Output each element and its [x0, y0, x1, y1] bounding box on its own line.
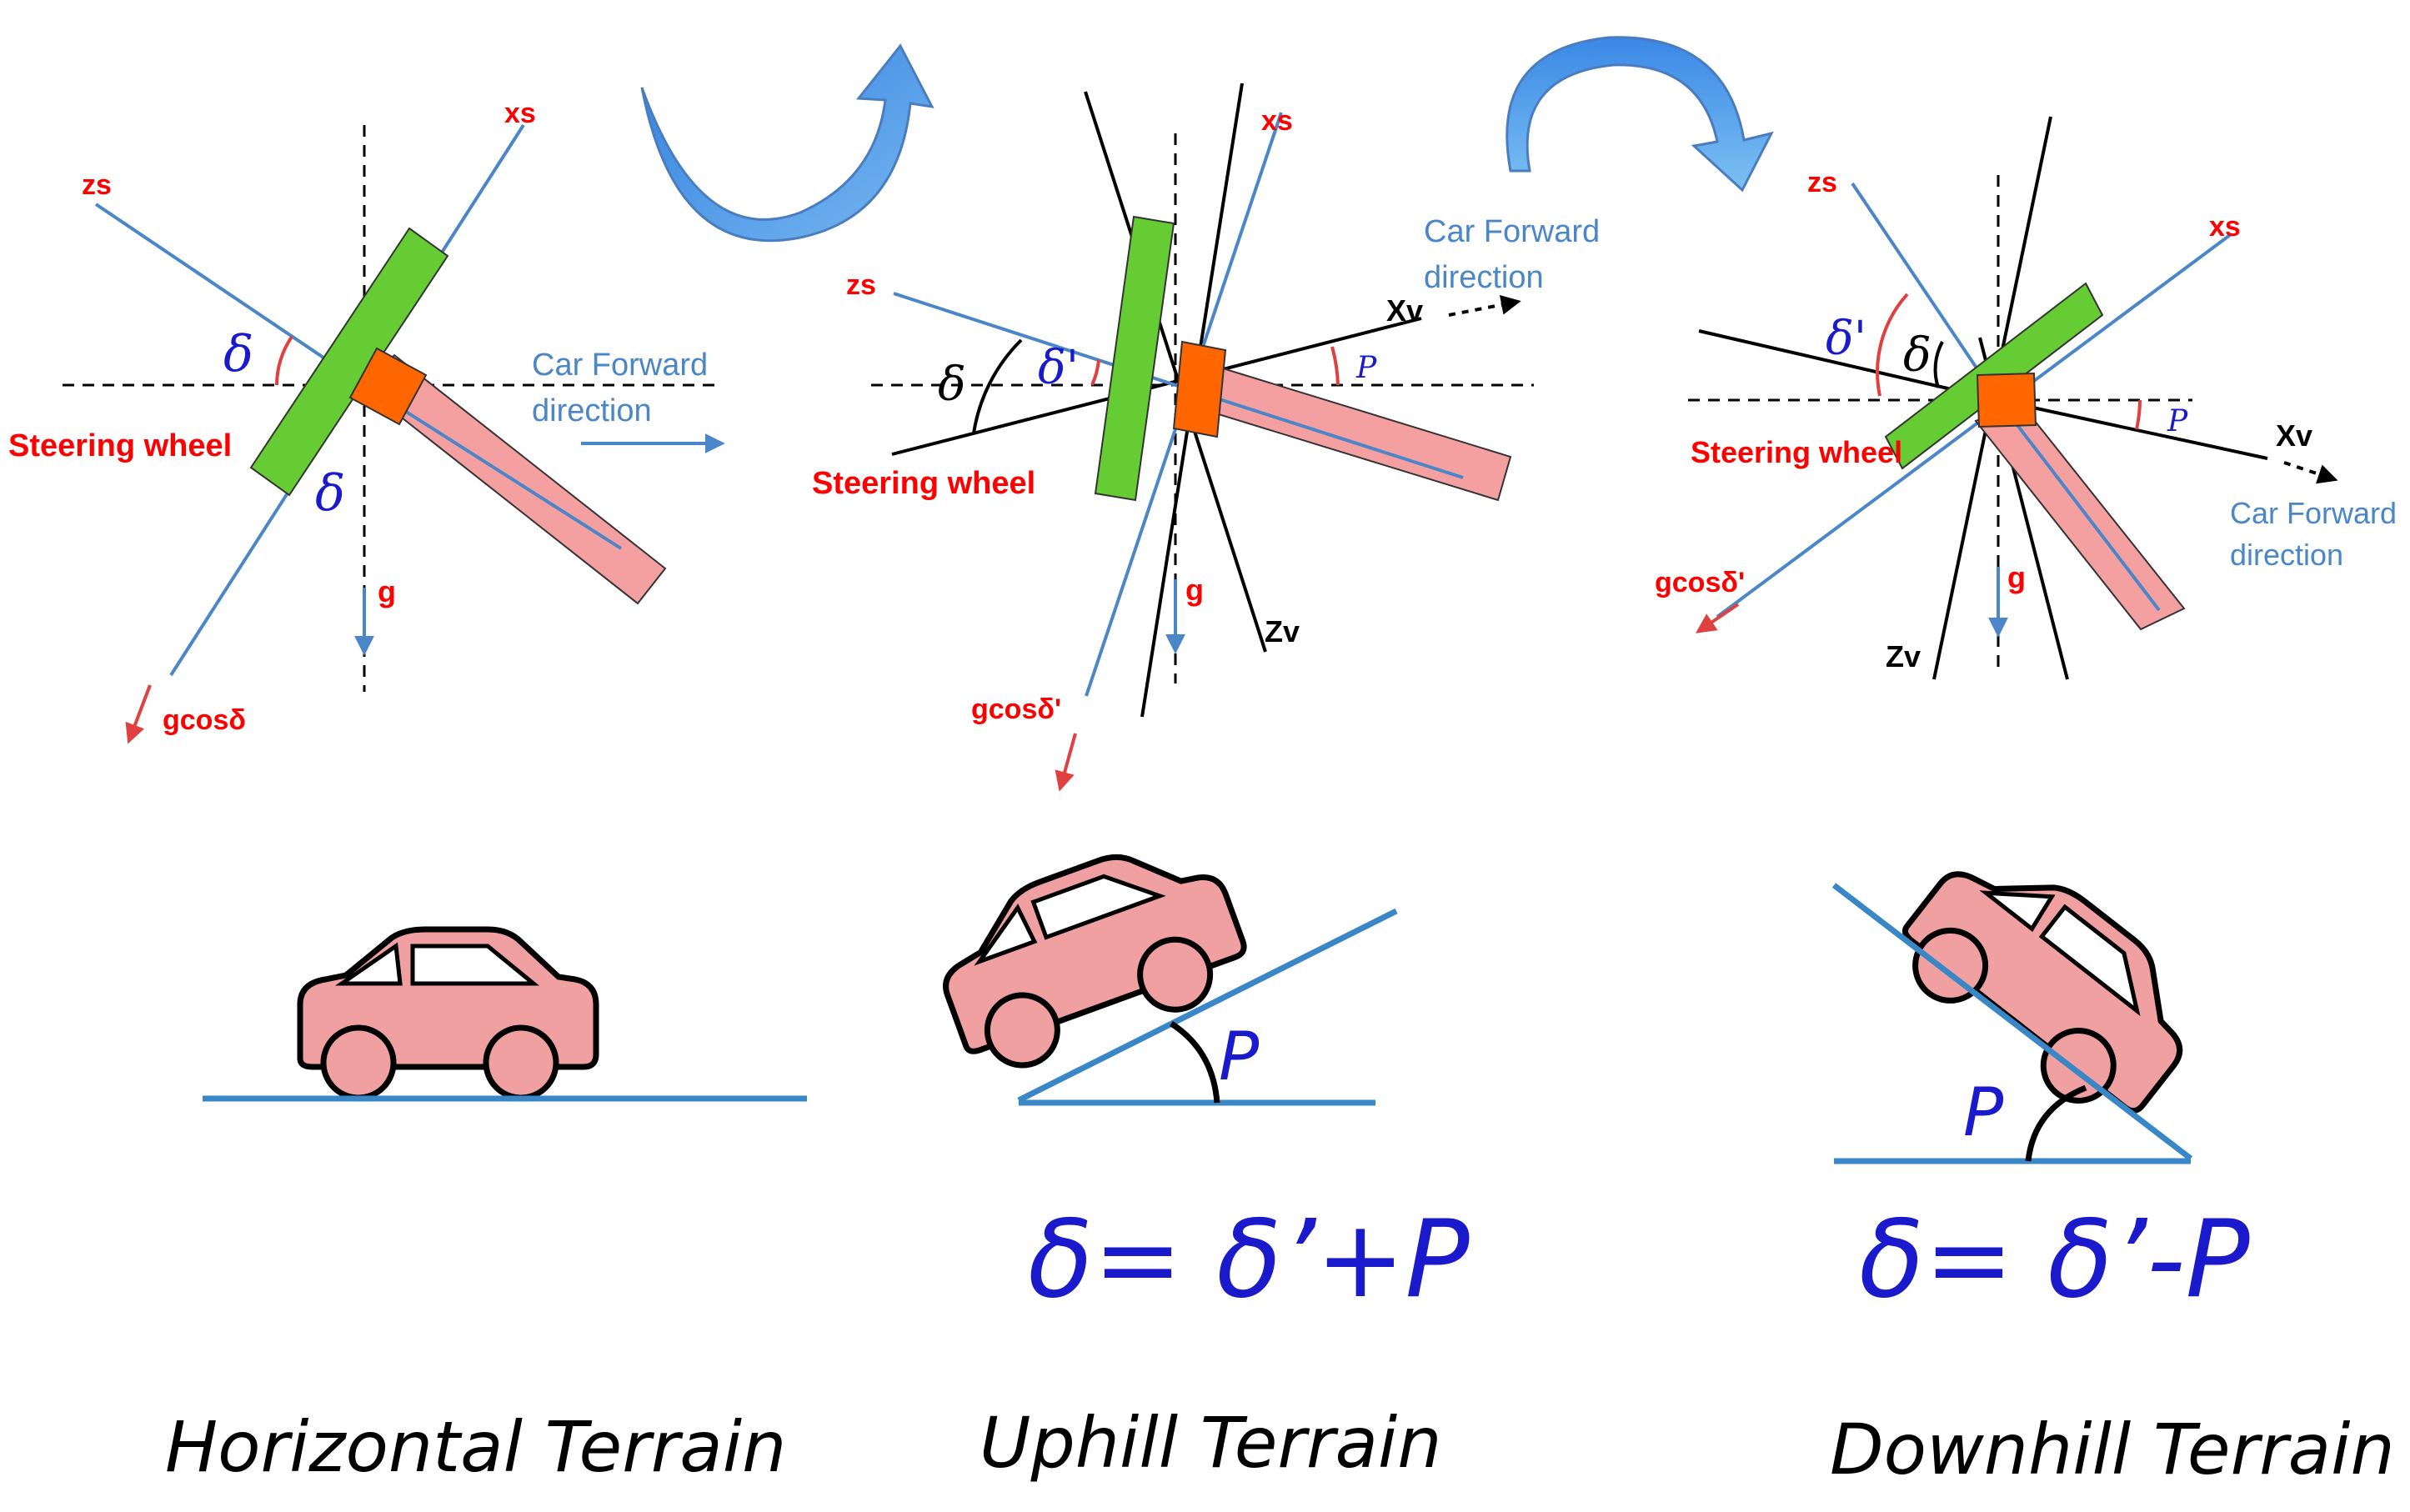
uphill-slope-line — [1017, 908, 1398, 1104]
steering-wheel-label: Steering wheel — [1691, 435, 1902, 469]
car-forward-label-line2: direction — [2230, 538, 2343, 572]
xv-arrow — [2283, 461, 2338, 484]
column-axis — [1997, 398, 2161, 612]
car-window-rear — [1979, 890, 2056, 933]
car-on-uphill-slope — [943, 854, 1247, 1069]
p-angle-arc — [1330, 346, 1340, 386]
car-window-rear — [974, 904, 1038, 966]
car-on-flat-ground — [297, 926, 599, 1101]
car-window-rear — [334, 942, 403, 986]
zv-label: Zv — [1886, 639, 1921, 673]
downhill-p-arc — [2025, 1084, 2087, 1162]
delta-label-top: δ — [223, 325, 253, 383]
delta-angle-arc — [972, 338, 1023, 434]
delta-prime-label: δ' — [1826, 312, 1866, 366]
gcos-label: gcosδ' — [971, 693, 1061, 725]
car-on-downhill-slope — [1901, 871, 2183, 1114]
steering-column — [1176, 357, 1512, 502]
car-window-front — [410, 944, 540, 986]
uphill-formula: δ= δ’+P — [1028, 1198, 1470, 1322]
zv-label: Zv — [1265, 614, 1300, 648]
transition-arrow-down — [1506, 36, 1774, 193]
steering-hub — [1172, 340, 1227, 438]
xs-label: xs — [2209, 211, 2241, 243]
delta-label: δ — [1903, 328, 1932, 383]
downhill-formula: δ= δ’-P — [1859, 1198, 2250, 1322]
xs-label: xs — [1261, 105, 1293, 137]
p-angle-arc — [2135, 399, 2142, 430]
xv-axis — [891, 317, 1422, 456]
xv-label: Xv — [2276, 418, 2312, 453]
gcos-label: gcosδ' — [1655, 567, 1745, 598]
transition-arrow-up — [640, 43, 934, 243]
xv-axis — [1997, 398, 2268, 460]
car-wheel-front — [1137, 936, 1214, 1013]
car-wheel-rear — [984, 992, 1060, 1069]
gcos-arrow — [1055, 733, 1077, 792]
downhill-terrain-caption: Downhill Terrain — [1830, 1409, 2395, 1490]
downhill-slope-line — [1831, 883, 2193, 1161]
uphill-terrain-caption: Uphill Terrain — [980, 1402, 1442, 1484]
car-wheel-rear — [320, 1024, 397, 1101]
delta-angle-arc — [275, 335, 293, 386]
car-forward-label-line2: direction — [1424, 260, 1544, 295]
gcos-label: gcosδ — [163, 704, 246, 736]
column-axis — [363, 383, 623, 550]
g-label: g — [2007, 560, 2026, 594]
zs-label: zs — [1807, 167, 1837, 198]
uphill-p-arc — [1170, 1021, 1220, 1104]
g-label: g — [378, 574, 396, 608]
horizontal-panel: zs xs δ δ Steering wheel Car Forward dir… — [8, 98, 807, 1488]
uphill-panel: zs xs Xv Zv δ δ' P Steering wheel Car Fo… — [812, 83, 1600, 1484]
horizontal-terrain-caption: Horizontal Terrain — [165, 1406, 786, 1488]
xv-label: Xv — [1386, 293, 1423, 328]
car-forward-label-line2: direction — [532, 393, 652, 428]
xv-arrow — [1448, 294, 1521, 317]
gcos-arrow — [125, 684, 152, 744]
delta-prime-arc — [1876, 293, 1909, 397]
g-label: g — [1185, 573, 1204, 607]
steering-wheel-label: Steering wheel — [812, 466, 1035, 501]
car-wheel-rear — [1912, 927, 1989, 1004]
gcos-arrow — [1696, 603, 1740, 633]
zv-axis — [1084, 91, 1267, 653]
car-forward-label-line1: Car Forward — [1424, 214, 1600, 249]
p-label: P — [1355, 351, 1377, 385]
car-body — [943, 854, 1247, 1054]
delta-arc — [1933, 341, 1944, 388]
zs-label: zs — [846, 269, 876, 301]
downhill-panel: zs xs Xv Zv δ' δ P Steering wheel Car Fo… — [1655, 116, 2397, 1490]
xs-label: xs — [504, 98, 536, 129]
car-forward-label-line1: Car Forward — [2230, 496, 2397, 530]
zs-axis — [94, 203, 366, 387]
delta-prime-label: δ' — [1038, 341, 1079, 395]
steering-hub — [348, 347, 428, 426]
delta-label: δ — [938, 358, 966, 412]
steering-hub — [1976, 372, 2037, 428]
steering-wheel-rim — [1094, 215, 1175, 502]
car-window-front — [1030, 874, 1166, 940]
p-label: P — [2167, 404, 2188, 438]
car-window-front — [2038, 904, 2141, 1017]
column-axis — [1175, 383, 1464, 479]
steering-column — [1974, 403, 2186, 631]
xs-axis — [1716, 233, 2232, 618]
downhill-slope-p-label: P — [1963, 1074, 2004, 1151]
delta-prime-arc — [1090, 359, 1100, 386]
uphill-slope-p-label: P — [1219, 1018, 1260, 1095]
delta-label-bottom: δ — [315, 464, 345, 523]
zs-axis — [1851, 182, 2000, 402]
steering-wheel-rim — [249, 227, 449, 497]
zs-label: zs — [82, 169, 112, 201]
car-wheel-front — [483, 1024, 559, 1101]
car-forward-label-line1: Car Forward — [532, 348, 708, 383]
steering-wheel-label: Steering wheel — [8, 428, 232, 463]
